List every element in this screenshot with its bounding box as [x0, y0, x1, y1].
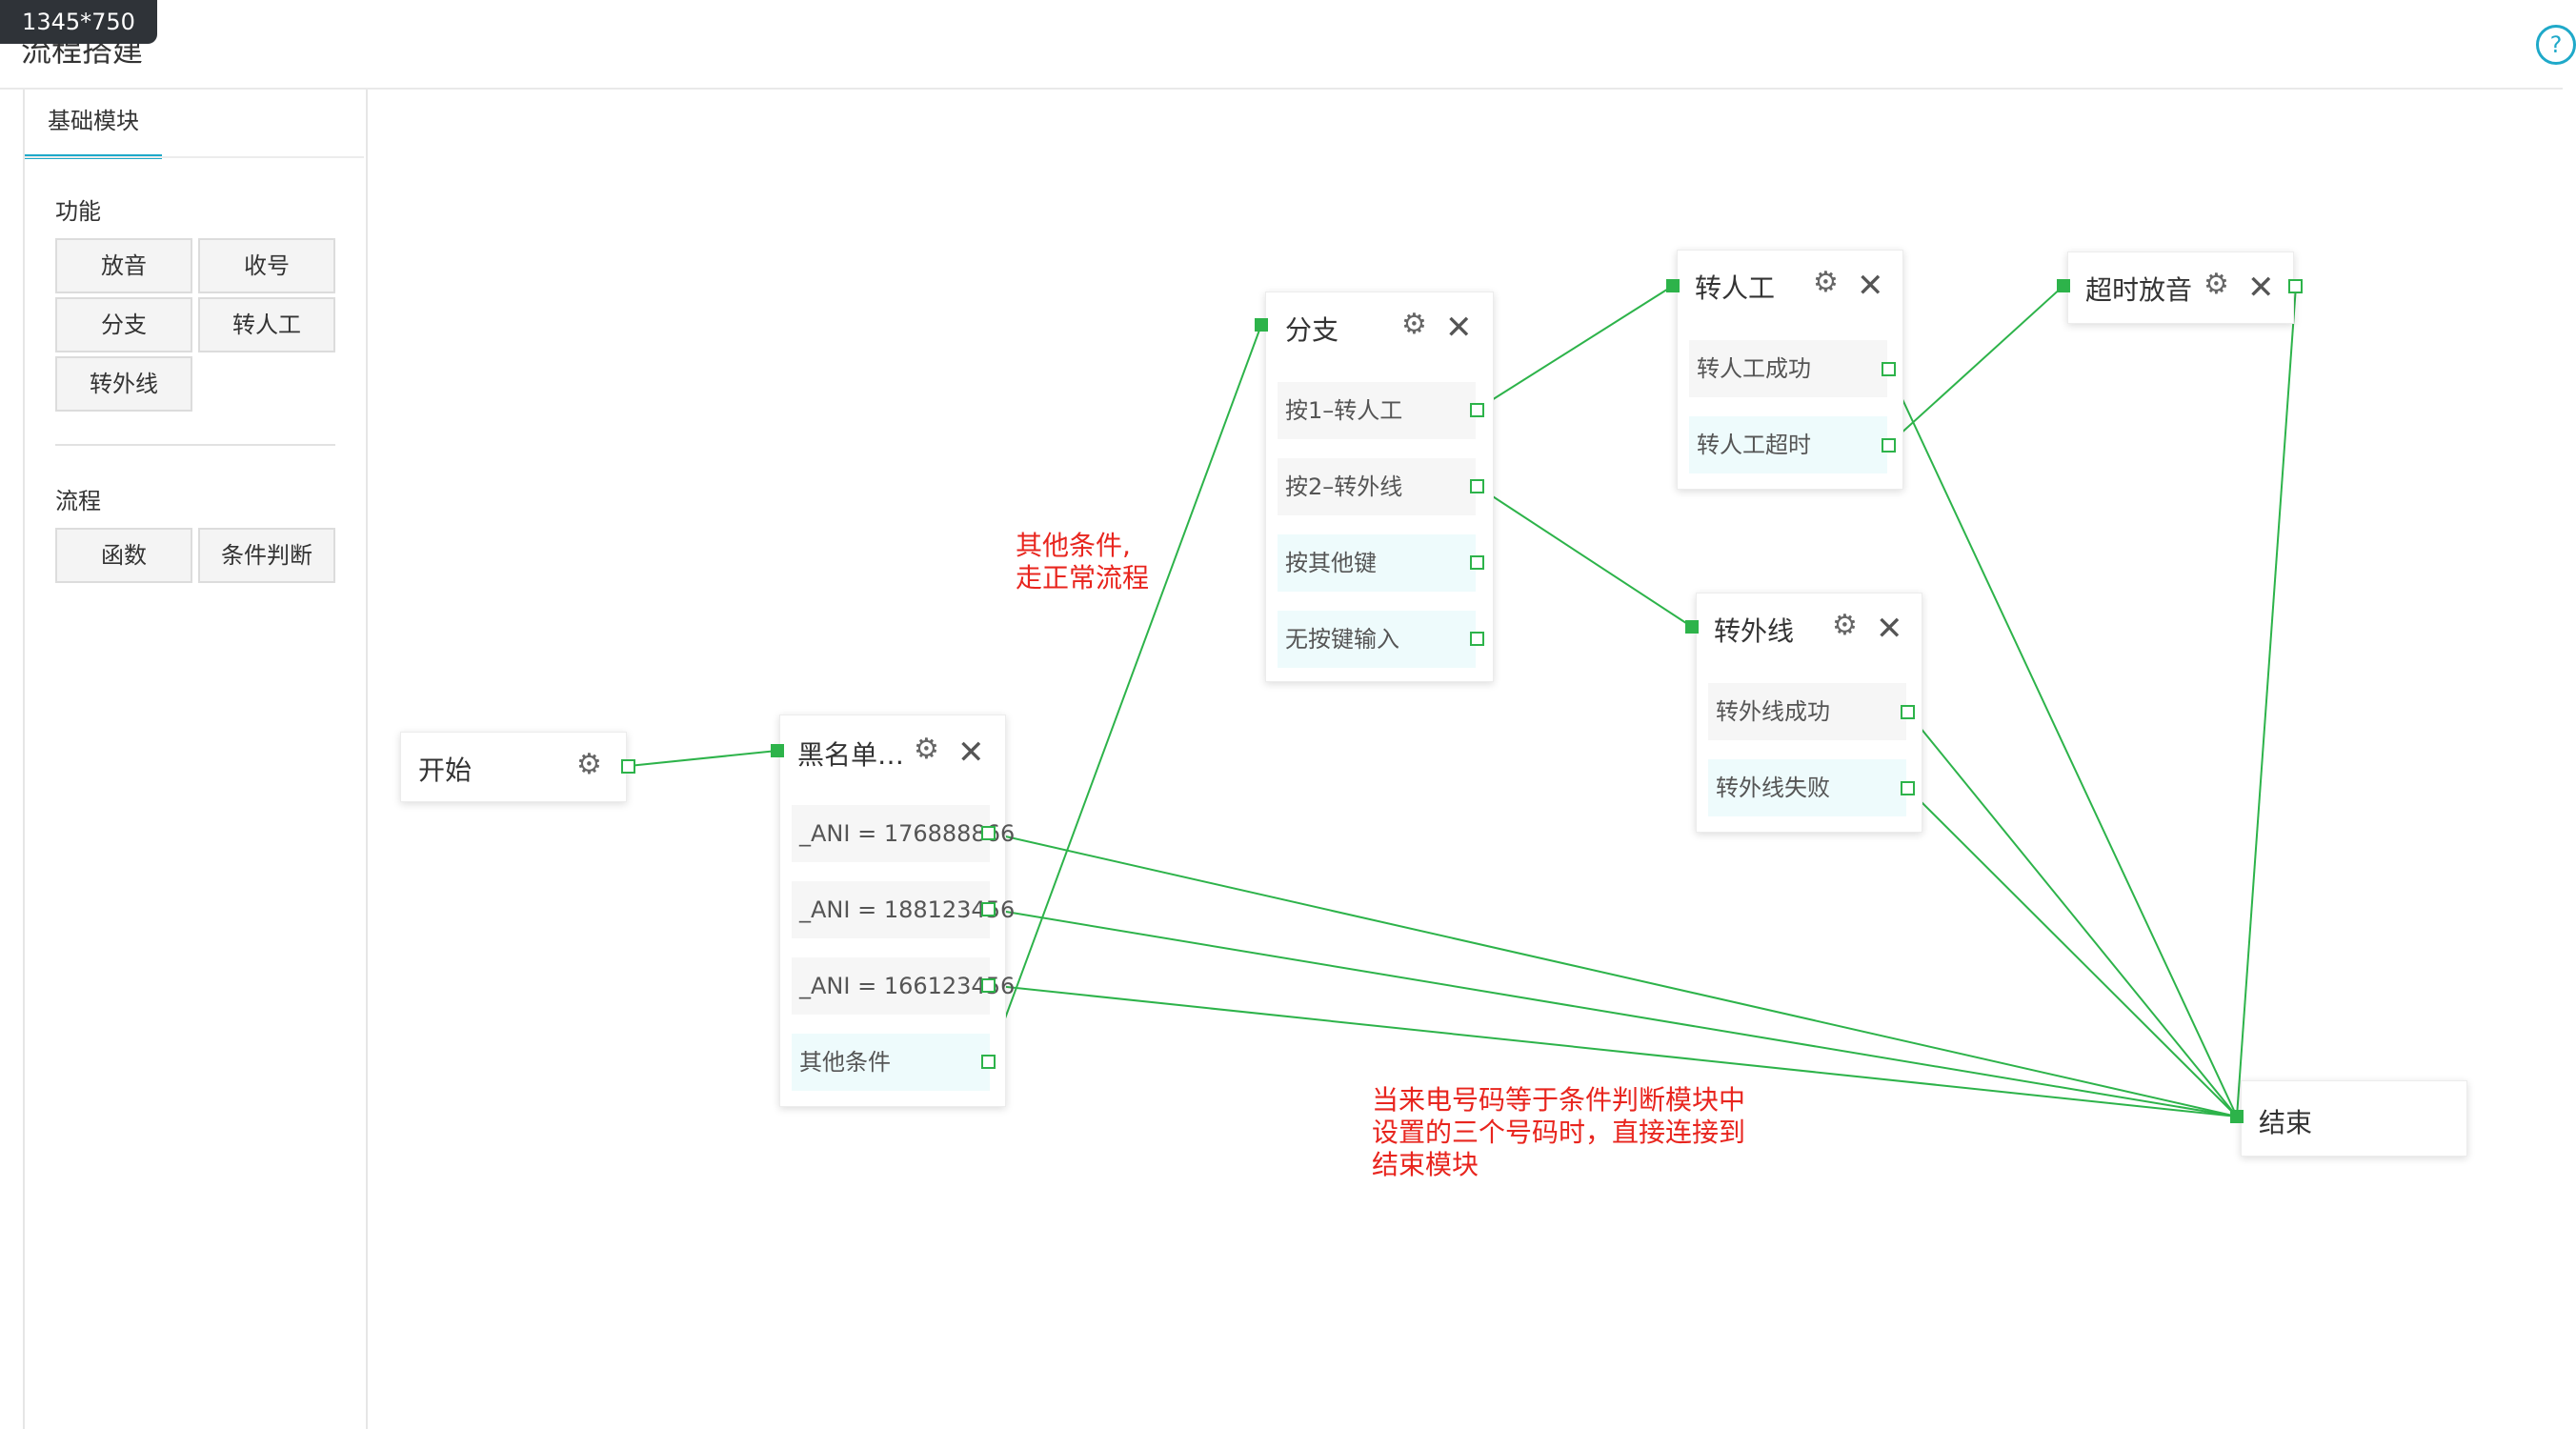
port-out[interactable]	[1882, 362, 1896, 376]
wire-play-to-end	[2236, 285, 2297, 1117]
condition-row: _ANI = 176888866	[792, 805, 1015, 862]
module-button-play[interactable]: 放音	[55, 238, 192, 293]
node-blacklist[interactable]: 黑名单… ⚙ ✕ _ANI = 176888866 _ANI = 1881234…	[779, 714, 1015, 1107]
module-button-function[interactable]: 函数	[55, 528, 192, 583]
close-icon[interactable]: ✕	[2247, 269, 2275, 307]
node-title: 黑名单…	[797, 739, 905, 771]
node-title: 转人工	[1695, 272, 1776, 304]
port-in[interactable]	[1666, 279, 1680, 292]
module-button-collect[interactable]: 收号	[198, 238, 335, 293]
node-title: 开始	[418, 755, 473, 786]
node-title: 超时放音	[2085, 274, 2193, 306]
port-out[interactable]	[1470, 403, 1484, 417]
port-in[interactable]	[2057, 279, 2070, 292]
close-icon[interactable]: ✕	[1857, 267, 1884, 305]
branch-row: 按其他键	[1278, 534, 1476, 592]
module-button-branch[interactable]: 分支	[55, 297, 192, 352]
agent-row: 转人工超时	[1689, 416, 1887, 473]
annotation-line: 设置的三个号码时，直接连接到	[1372, 1117, 1746, 1148]
port-out[interactable]	[1470, 479, 1484, 493]
node-title: 分支	[1285, 314, 1339, 346]
condition-row: _ANI = 188123456	[792, 881, 1015, 938]
port-out[interactable]	[621, 759, 635, 774]
node-agent[interactable]: 转人工 ⚙ ✕ 转人工成功 转人工超时	[1677, 250, 1903, 490]
wire-outside-fail-to-end	[1906, 787, 2238, 1117]
annotation-line: 其他条件,	[1016, 530, 1131, 561]
help-icon[interactable]: ?	[2536, 25, 2576, 65]
condition-row: _ANI = 166123456	[792, 957, 1015, 1015]
annotation-other-condition: 其他条件, 走正常流程	[1016, 530, 1149, 594]
section-title-function: 功能	[55, 198, 101, 225]
wire-agent-timeout-to-play	[1887, 285, 2064, 446]
gear-icon[interactable]: ⚙	[1401, 308, 1427, 341]
outside-row: 转外线失败	[1708, 759, 1906, 816]
wire-outside-success-to-end	[1906, 711, 2238, 1117]
wire-other-to-branch	[988, 324, 1262, 1063]
branch-row: 无按键输入	[1278, 611, 1476, 668]
gear-icon[interactable]: ⚙	[1813, 266, 1839, 299]
port-in[interactable]	[2230, 1110, 2244, 1123]
tab-divider	[25, 156, 364, 158]
annotation-line: 当来电号码等于条件判断模块中	[1372, 1084, 1746, 1116]
header-divider	[0, 88, 2563, 90]
gear-icon[interactable]: ⚙	[914, 733, 939, 766]
node-end[interactable]: 结束	[2241, 1080, 2467, 1157]
wire-agent-success-to-end	[1887, 368, 2238, 1117]
node-timeout-play[interactable]: 超时放音 ⚙ ✕	[2067, 252, 2294, 324]
tab-basic-modules[interactable]: 基础模块	[25, 105, 162, 159]
port-out[interactable]	[2288, 279, 2303, 293]
wire-start-blacklist	[628, 750, 778, 767]
port-in[interactable]	[1685, 620, 1699, 634]
section-divider	[55, 444, 335, 446]
gear-icon[interactable]: ⚙	[1832, 609, 1858, 642]
outside-row: 转外线成功	[1708, 683, 1906, 740]
close-icon[interactable]: ✕	[1445, 309, 1473, 347]
gear-icon[interactable]: ⚙	[2204, 268, 2229, 301]
module-button-condition[interactable]: 条件判断	[198, 528, 335, 583]
node-title: 结束	[2259, 1107, 2313, 1138]
port-out[interactable]	[981, 826, 996, 840]
annotation-line: 走正常流程	[1016, 562, 1150, 594]
node-start[interactable]: 开始 ⚙	[400, 732, 627, 802]
module-button-agent[interactable]: 转人工	[198, 297, 335, 352]
wire-ani1-to-end	[988, 832, 2238, 1117]
condition-row: 其他条件	[792, 1034, 990, 1091]
branch-row: 按2–转外线	[1278, 458, 1476, 515]
agent-row: 转人工成功	[1689, 340, 1887, 397]
port-out[interactable]	[1901, 705, 1915, 719]
section-title-flow: 流程	[55, 488, 101, 514]
port-out[interactable]	[1882, 438, 1896, 453]
close-icon[interactable]: ✕	[957, 734, 985, 772]
branch-row: 按1–转人工	[1278, 382, 1476, 439]
wire-branch-to-agent	[1476, 285, 1674, 411]
annotation-match-numbers: 当来电号码等于条件判断模块中 设置的三个号码时，直接连接到 结束模块	[1372, 1084, 1745, 1181]
port-in[interactable]	[1255, 318, 1268, 332]
port-out[interactable]	[981, 902, 996, 916]
dimension-badge: 1345*750	[0, 0, 157, 44]
gear-icon[interactable]: ⚙	[576, 748, 602, 781]
port-in[interactable]	[771, 744, 784, 757]
port-out[interactable]	[1470, 555, 1484, 570]
port-out[interactable]	[981, 978, 996, 993]
close-icon[interactable]: ✕	[1876, 610, 1903, 648]
annotation-line: 结束模块	[1372, 1149, 1479, 1180]
port-out[interactable]	[1901, 781, 1915, 795]
port-out[interactable]	[1470, 632, 1484, 646]
wire-branch-to-outside	[1476, 485, 1693, 628]
node-branch[interactable]: 分支 ⚙ ✕ 按1–转人工 按2–转外线 按其他键 无按键输入	[1265, 292, 1494, 682]
node-title: 转外线	[1714, 615, 1795, 647]
node-outside-line[interactable]: 转外线 ⚙ ✕ 转外线成功 转外线失败	[1696, 593, 1922, 833]
port-out[interactable]	[981, 1055, 996, 1069]
module-button-outside-line[interactable]: 转外线	[55, 356, 192, 412]
